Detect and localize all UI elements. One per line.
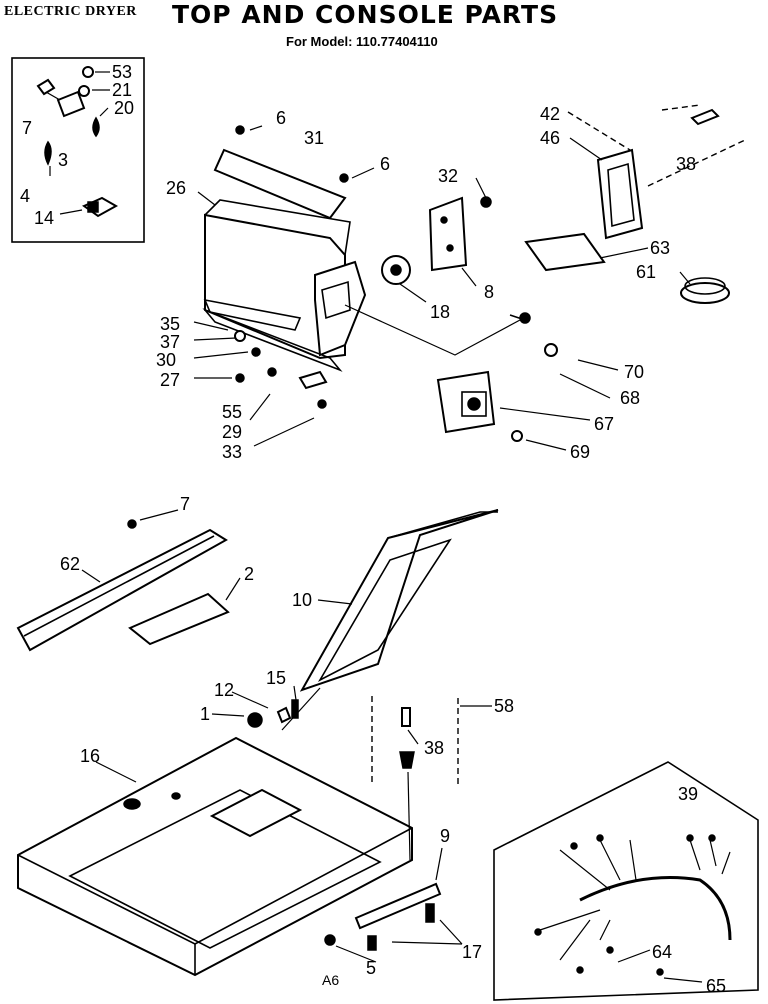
callout-33: 33 (222, 442, 242, 462)
callout-14: 14 (34, 208, 54, 228)
callout-21: 21 (112, 80, 132, 100)
callout-39: 39 (678, 784, 698, 804)
callout-67: 67 (594, 414, 614, 434)
category-label: ELECTRIC DRYER (4, 4, 137, 19)
callout-32: 32 (438, 166, 458, 186)
callout-15: 15 (266, 668, 286, 688)
callout-62: 62 (60, 554, 80, 574)
callout-70: 70 (624, 362, 644, 382)
callout-4: 4 (20, 186, 30, 206)
callout-5: 5 (366, 958, 376, 978)
console-hardware (203, 125, 349, 409)
callout-16: 16 (80, 746, 100, 766)
callout-55: 55 (222, 402, 242, 422)
callout-61: 61 (636, 262, 656, 282)
callout-8: 8 (484, 282, 494, 302)
callout-9: 9 (440, 826, 450, 846)
top-panel (17, 736, 413, 977)
console-housing (202, 148, 367, 372)
callout-53: 53 (112, 62, 132, 82)
page-code: A6 (322, 972, 340, 988)
model-number: For Model: 110.77404110 (286, 34, 438, 49)
callout-63: 63 (650, 238, 670, 258)
callout-6-right: 6 (380, 154, 390, 174)
callout-69: 69 (570, 442, 590, 462)
callout-2: 2 (244, 564, 254, 584)
callout-37: 37 (160, 332, 180, 352)
callout-38-top: 38 (676, 154, 696, 174)
callout-6-top: 6 (276, 108, 286, 128)
callout-10: 10 (292, 590, 312, 610)
timer-inset (11, 57, 145, 243)
callout-27: 27 (160, 370, 180, 390)
page-title: TOP AND CONSOLE PARTS (172, 0, 559, 29)
callout-26: 26 (166, 178, 186, 198)
callout-1: 1 (200, 704, 210, 724)
callout-42: 42 (540, 104, 560, 124)
callout-30: 30 (156, 350, 176, 370)
callout-58: 58 (494, 696, 514, 716)
wiring-harness-inset (493, 761, 759, 1001)
callout-7-lower: 7 (180, 494, 190, 514)
callout-31: 31 (304, 128, 324, 148)
callout-38-lower: 38 (424, 738, 444, 758)
callout-12: 12 (214, 680, 234, 700)
callout-7-inset: 7 (22, 118, 32, 138)
callout-18: 18 (430, 302, 450, 322)
control-panel-parts (381, 108, 730, 442)
callout-labels: 53 21 20 7 3 4 14 6 31 6 26 32 8 18 35 3… (20, 62, 726, 996)
callout-20: 20 (114, 98, 134, 118)
lower-hardware (127, 519, 459, 951)
callout-64: 64 (652, 942, 672, 962)
leader-lines (45, 91, 703, 983)
door-panel (299, 509, 499, 692)
callout-29: 29 (222, 422, 242, 442)
callout-65: 65 (706, 976, 726, 996)
callout-35: 35 (160, 314, 180, 334)
leader-dashes-upper (344, 104, 746, 356)
callout-46: 46 (540, 128, 560, 148)
callout-17: 17 (462, 942, 482, 962)
callout-3: 3 (58, 150, 68, 170)
callout-68: 68 (620, 388, 640, 408)
rear-trim (16, 528, 230, 652)
